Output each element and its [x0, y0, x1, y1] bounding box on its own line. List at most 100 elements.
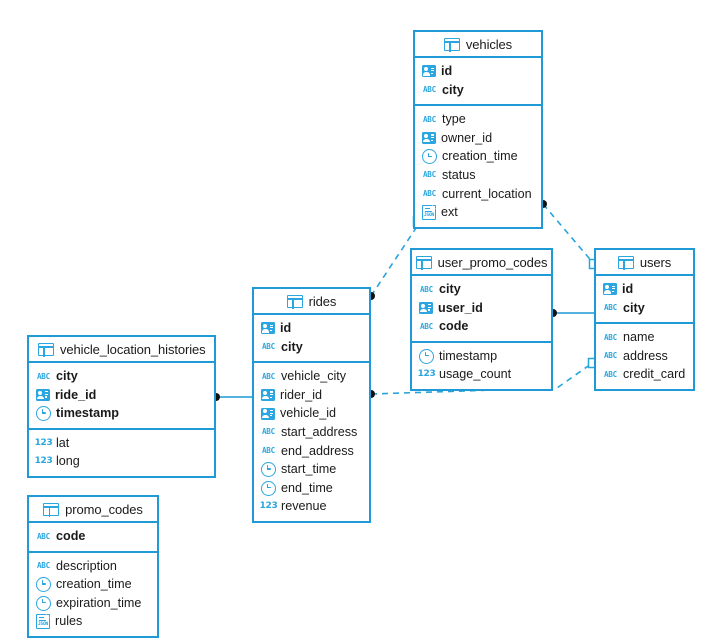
field-row[interactable]: ABC vehicle_city	[254, 367, 369, 386]
field-row[interactable]: timestamp	[29, 404, 214, 423]
table-header-user-promo-codes[interactable]: user_promo_codes	[412, 250, 551, 276]
table-rides[interactable]: rides id ABC city ABC vehicle_city rider…	[252, 287, 371, 523]
field-row[interactable]: user_id	[412, 299, 551, 318]
field-row[interactable]: rider_id	[254, 386, 369, 405]
field-label: expiration_time	[56, 595, 142, 610]
edge-vehicle-location-histories-to-rides[interactable]	[212, 393, 252, 401]
field-label: ext	[441, 205, 458, 220]
field-row[interactable]: ABC name	[596, 328, 693, 347]
field-label: ride_id	[55, 387, 97, 402]
edge-user-promo-codes-to-users[interactable]	[549, 309, 594, 317]
field-row[interactable]: id	[415, 62, 541, 81]
field-label: rider_id	[280, 387, 322, 402]
field-row[interactable]: ABC current_location	[415, 185, 541, 204]
table-vehicle-location-histories[interactable]: vehicle_location_histories ABC city ride…	[27, 335, 216, 478]
field-row[interactable]: ABC end_address	[254, 442, 369, 461]
field-row[interactable]: start_time	[254, 460, 369, 479]
table-title: vehicle_location_histories	[60, 341, 206, 357]
field-row[interactable]: 123 usage_count	[412, 365, 551, 384]
field-row[interactable]: ABC code	[29, 527, 157, 546]
key-icon	[36, 388, 50, 401]
num-icon: 123	[34, 456, 53, 467]
field-row[interactable]: JSON ext	[415, 203, 541, 222]
field-label: current_location	[442, 186, 532, 201]
field-label: start_time	[281, 462, 337, 477]
field-label: end_address	[281, 443, 354, 458]
abc-icon: ABC	[422, 114, 437, 124]
field-row[interactable]: ABC code	[412, 317, 551, 336]
num-icon: 123	[34, 437, 53, 448]
json-icon: JSON	[36, 613, 51, 630]
clock-icon	[36, 576, 51, 592]
field-row[interactable]: 123 lat	[29, 434, 214, 453]
key-icon	[261, 322, 275, 335]
field-label: revenue	[281, 499, 327, 514]
table-header-vehicle-location-histories[interactable]: vehicle_location_histories	[29, 337, 214, 363]
column-section: ABC type owner_id creation_time ABC stat…	[415, 106, 541, 227]
field-row[interactable]: ABC start_address	[254, 423, 369, 442]
primary-key-section: ABC city user_id ABC code	[412, 276, 551, 343]
field-row[interactable]: ABC credit_card	[596, 365, 693, 384]
field-row[interactable]: ABC address	[596, 347, 693, 366]
table-title: user_promo_codes	[437, 254, 548, 270]
abc-icon: ABC	[36, 531, 51, 541]
field-row[interactable]: 123 revenue	[254, 497, 369, 516]
field-row[interactable]: creation_time	[29, 575, 157, 594]
num-icon: 123	[417, 369, 436, 380]
primary-key-section: ABC city ride_id timestamp	[29, 363, 214, 430]
field-row[interactable]: id	[254, 319, 369, 338]
field-row[interactable]: ABC type	[415, 110, 541, 129]
field-label: city	[442, 82, 464, 97]
abc-icon: ABC	[36, 371, 51, 381]
table-users[interactable]: users id ABC city ABC name ABC address A…	[594, 248, 695, 391]
field-row[interactable]: expiration_time	[29, 594, 157, 613]
table-promo-codes[interactable]: promo_codes ABC code ABC description cre…	[27, 495, 159, 638]
abc-icon: ABC	[261, 427, 276, 437]
field-row[interactable]: ABC city	[415, 81, 541, 100]
field-label: timestamp	[56, 406, 119, 421]
field-row[interactable]: vehicle_id	[254, 404, 369, 423]
field-label: description	[56, 558, 117, 573]
field-label: city	[623, 300, 645, 315]
field-row[interactable]: creation_time	[415, 147, 541, 166]
field-row[interactable]: ride_id	[29, 386, 214, 405]
field-label: id	[441, 64, 453, 78]
field-row[interactable]: owner_id	[415, 129, 541, 148]
abc-icon: ABC	[419, 321, 434, 331]
field-row[interactable]: id	[596, 280, 693, 299]
field-row[interactable]: 123 long	[29, 452, 214, 471]
primary-key-section: id ABC city	[596, 276, 693, 325]
column-section: 123 lat 123 long	[29, 430, 214, 476]
abc-icon: ABC	[261, 371, 276, 381]
table-user-promo-codes[interactable]: user_promo_codes ABC city user_id ABC co…	[410, 248, 553, 391]
field-row[interactable]: ABC city	[412, 280, 551, 299]
field-row[interactable]: timestamp	[412, 347, 551, 366]
field-row[interactable]: end_time	[254, 479, 369, 498]
abc-icon: ABC	[603, 369, 618, 379]
table-header-promo-codes[interactable]: promo_codes	[29, 497, 157, 523]
abc-icon: ABC	[603, 351, 618, 361]
field-label: type	[442, 112, 466, 127]
field-row[interactable]: ABC city	[29, 367, 214, 386]
field-row[interactable]: ABC city	[254, 338, 369, 357]
table-icon	[38, 342, 54, 358]
table-vehicles[interactable]: vehicles id ABC city ABC type owner_id	[413, 30, 543, 229]
field-row[interactable]: ABC city	[596, 299, 693, 318]
field-label: usage_count	[439, 367, 512, 382]
field-row[interactable]: ABC description	[29, 557, 157, 576]
field-label: long	[56, 454, 80, 469]
abc-icon: ABC	[261, 342, 276, 352]
field-label: code	[439, 319, 469, 334]
table-header-rides[interactable]: rides	[254, 289, 369, 315]
field-row[interactable]: JSON rules	[29, 612, 157, 631]
field-label: city	[281, 339, 303, 354]
field-label: city	[439, 282, 461, 296]
json-icon: JSON	[422, 204, 437, 220]
field-label: user_id	[438, 300, 483, 315]
table-header-users[interactable]: users	[596, 250, 693, 276]
table-header-vehicles[interactable]: vehicles	[415, 32, 541, 58]
field-label: rules	[55, 614, 83, 629]
field-row[interactable]: ABC status	[415, 166, 541, 185]
primary-key-section: ABC code	[29, 523, 157, 553]
